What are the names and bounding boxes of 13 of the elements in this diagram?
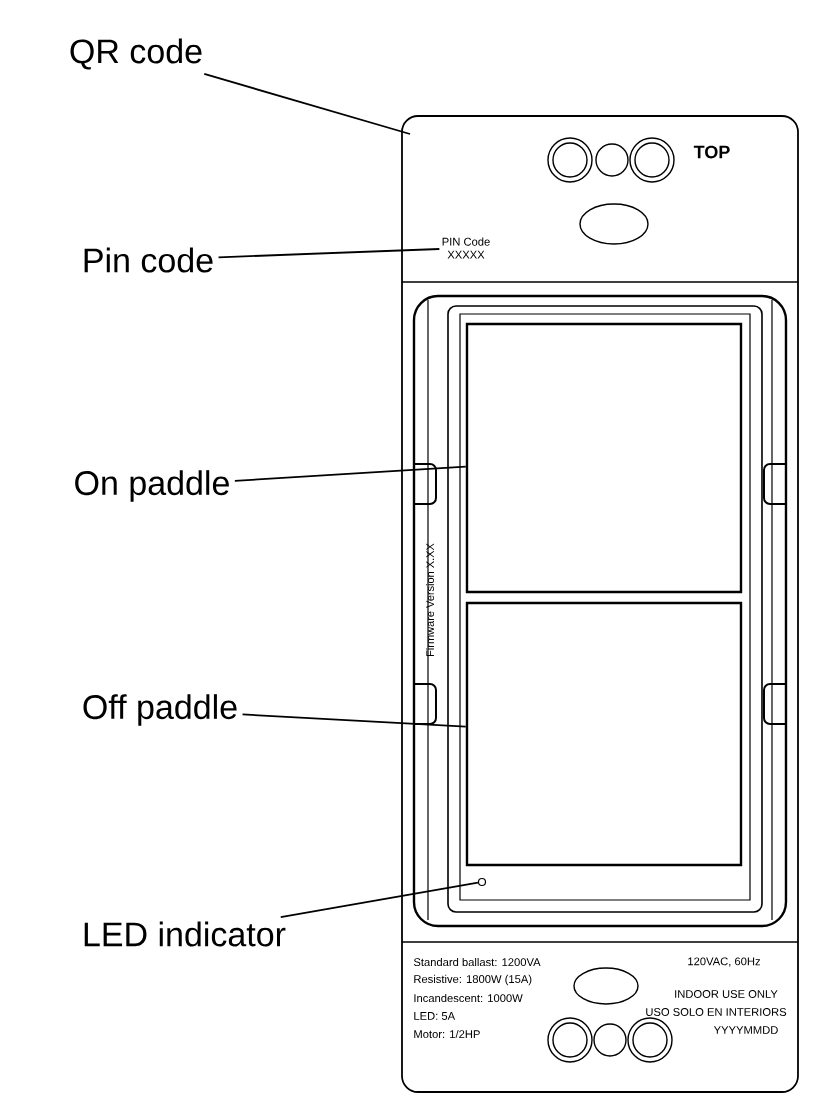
callout-label: QR code [70, 38, 202, 70]
leader-line [203, 73, 411, 135]
leader-line [233, 465, 467, 482]
callout-label: LED indicator [84, 921, 286, 947]
callout-label: On paddle [75, 470, 229, 502]
paddle [465, 322, 743, 594]
led-light [477, 877, 487, 887]
top-marking: TOP [693, 145, 730, 159]
callout-label: Off paddle [83, 694, 237, 726]
paddle [465, 601, 743, 867]
leader-line [241, 713, 467, 728]
leader-line [217, 248, 441, 259]
callout-label: Pin code [84, 247, 213, 273]
